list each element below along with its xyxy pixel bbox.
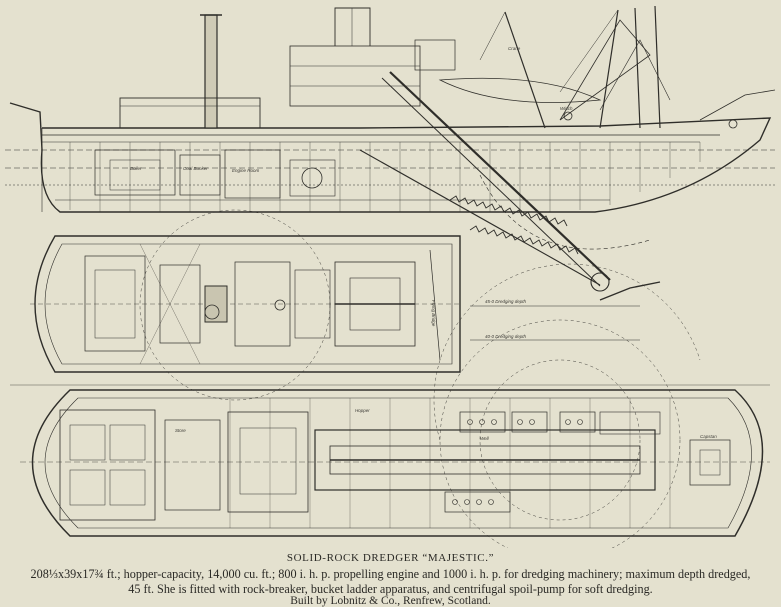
label-depth-45: 45-0 Dredging depth [485, 299, 527, 304]
figure-description-line-2: 45 ft. She is fitted with rock-breaker, … [128, 582, 653, 596]
label-boiler: Boiler [130, 166, 142, 171]
label-winch: Winch [560, 106, 573, 111]
label-store: Store [175, 428, 186, 433]
figure-title: SOLID-ROCK DREDGER “MAJESTIC.” [286, 552, 495, 564]
lower-deck-plan [10, 384, 770, 537]
label-bunker: Coal Bunker [183, 166, 208, 171]
label-depth-40: 40-0 Dredging depth [485, 334, 527, 339]
construction-circles [139, 209, 701, 548]
label-bridge: Flying Bridge [431, 300, 436, 327]
dredger-plan-drawing: 45-0 Dredging depth 40-0 Dredging depth … [5, 5, 776, 548]
label-hopper: Hopper [355, 408, 370, 413]
label-engine: Engine Room [232, 168, 260, 173]
side-elevation [5, 5, 776, 341]
label-well: Well [480, 436, 490, 441]
label-crane: Crane [508, 46, 521, 51]
figure-credit: Built by Lobnitz & Co., Renfrew, Scotlan… [290, 595, 491, 607]
upper-deck-plan [30, 235, 461, 373]
label-capstan: Capstan [700, 434, 717, 439]
figure-description-line-1: 208⅓x39x17¾ ft.; hopper-capacity, 14,000… [30, 567, 751, 581]
